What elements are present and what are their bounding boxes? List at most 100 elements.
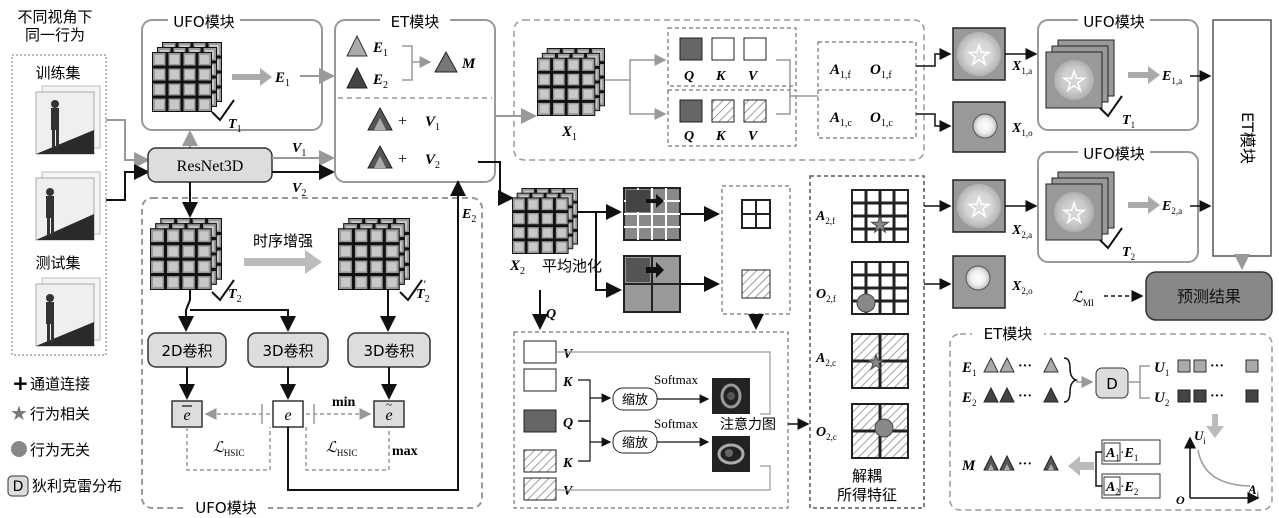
feat-X1o <box>953 102 1005 152</box>
svg-text:★: ★ <box>870 213 890 238</box>
legend-concat: 通道连接 <box>30 375 90 393</box>
ufo-top-title: UFO模块 <box>173 13 234 31</box>
svg-text:···: ··· <box>1210 389 1224 404</box>
detail-K1: K <box>562 375 574 390</box>
etd-U2: U2 <box>1154 390 1169 408</box>
etd-E1: E1 <box>961 360 977 378</box>
att-top-K1: K <box>715 69 727 84</box>
att-X1: X1 <box>561 124 577 143</box>
ufo-right1-E: E1,a <box>1161 69 1182 86</box>
legend-related: 行为相关 <box>30 405 90 423</box>
svg-text:···: ··· <box>1018 457 1032 472</box>
etd-M: M <box>961 458 976 474</box>
resnet-V2: V2 <box>292 181 306 199</box>
ufo-right1-T: T1 <box>1122 113 1135 130</box>
etd-E2: E2 <box>961 390 977 408</box>
dec-A2f: A2,f <box>815 209 835 226</box>
att-O1f: O1,f <box>870 62 892 81</box>
att-A1f: A1,f <box>829 62 852 81</box>
ufo-bottom-T2p: T2′ <box>416 277 430 305</box>
ufo-bottom-title: UFO模块 <box>195 499 256 517</box>
detail-K2: K <box>562 456 574 471</box>
decouple-caption1: 解耦 <box>852 467 882 485</box>
et-top-title: ET模块 <box>391 13 440 31</box>
attention-map-2 <box>712 436 750 472</box>
svg-text:★: ★ <box>967 41 990 71</box>
prediction-label: 预测结果 <box>1177 287 1241 306</box>
temporal-enhance-label: 时序增强 <box>253 232 313 250</box>
feat-X1a: ★ <box>953 28 1005 80</box>
feat-A2c: ★ <box>852 334 908 388</box>
ufo-right2-stack: ★ <box>1046 172 1114 240</box>
att-mid-Q: Q <box>546 307 556 322</box>
train-label: 训练集 <box>35 64 80 82</box>
pool-grid-coarse <box>624 256 680 312</box>
et-plus2: + <box>398 151 407 168</box>
legend-unrelated: 行为无关 <box>30 441 90 459</box>
svg-text:···: ··· <box>1018 359 1032 374</box>
detail-V1: V <box>563 347 574 362</box>
att-top-V2: V <box>748 129 759 144</box>
scale-label-1: 缩放 <box>622 392 648 408</box>
avg-pool-label: 平均池化 <box>542 257 602 275</box>
dec-O2c: O2,c <box>816 425 837 442</box>
feat-O2f <box>852 262 908 314</box>
e-bar: e <box>183 407 190 424</box>
dec-O2f: O2,f <box>816 287 836 304</box>
ufo-right2-title: UFO模块 <box>1083 145 1144 163</box>
conv2d-label: 2D卷积 <box>161 342 212 360</box>
feat-O2c <box>852 404 908 458</box>
ufo-right2-E: E2,a <box>1161 199 1182 216</box>
svg-text:★: ★ <box>1062 67 1085 97</box>
att-top-K2: K <box>715 129 727 144</box>
hsic-right: ℒHSIC <box>326 440 357 458</box>
test-label: 测试集 <box>35 254 80 272</box>
svg-text:★: ★ <box>967 193 990 223</box>
right-X2o: X2,o <box>1011 279 1033 296</box>
softmax-2: Softmax <box>654 416 699 431</box>
etd-A2E2: A2·E2 <box>1105 480 1138 497</box>
ufo-right1-title: UFO模块 <box>1083 13 1144 31</box>
plus-icon: + <box>12 371 29 395</box>
ufo-bottom-E2: E2 <box>461 207 476 225</box>
right-X1o: X1,o <box>1011 121 1033 138</box>
att-X2: X2 <box>509 258 525 277</box>
right-X2a: X2,a <box>1011 223 1032 240</box>
etd-A1E1: A1·E1 <box>1105 446 1138 463</box>
et-right-label: ET模块 <box>1238 112 1257 164</box>
et-E1: E1 <box>372 40 388 59</box>
train-video-1 <box>36 86 100 154</box>
star-icon: ★ <box>10 401 28 425</box>
feat-A2f: ★ <box>852 190 908 242</box>
et-plus1: + <box>398 113 407 130</box>
L-MI: ℒMI <box>1072 290 1094 308</box>
ufo-right1-stack: ★ <box>1046 40 1114 108</box>
title-line1: 不同视角下 <box>17 8 92 26</box>
detail-Q: Q <box>563 416 573 431</box>
scale-label-2: 缩放 <box>622 435 648 451</box>
conv3d-a-label: 3D卷积 <box>262 342 313 360</box>
att-top-Q1: Q <box>684 69 694 84</box>
att-top-V1: V <box>748 69 759 84</box>
pool-grid-fine <box>624 188 680 240</box>
svg-text:···: ··· <box>1210 359 1224 374</box>
ufo-top-T: T1 <box>228 117 242 135</box>
resnet-V1: V1 <box>292 141 306 159</box>
attn-map-label: 注意力图 <box>720 416 776 433</box>
et-detail-title: ET模块 <box>984 325 1033 343</box>
et-V2: V2 <box>425 152 440 171</box>
svg-text:★: ★ <box>867 350 885 374</box>
ufo-bottom-T2: T2 <box>228 287 242 305</box>
dirichlet-symbol: D <box>13 479 24 495</box>
test-video <box>36 278 100 346</box>
etd-D: D <box>1106 375 1118 393</box>
et-M: M <box>461 56 476 72</box>
resnet3d-label: ResNet3D <box>177 158 244 175</box>
svg-text:~: ~ <box>386 399 392 411</box>
decouple-caption2: 所得特征 <box>837 486 897 504</box>
max-label: max <box>392 444 418 459</box>
ufo-top-E: E1 <box>274 70 290 89</box>
et-V1: V1 <box>425 114 440 133</box>
att-A1c: A1,c <box>829 110 853 129</box>
svg-text:···: ··· <box>1018 389 1032 404</box>
